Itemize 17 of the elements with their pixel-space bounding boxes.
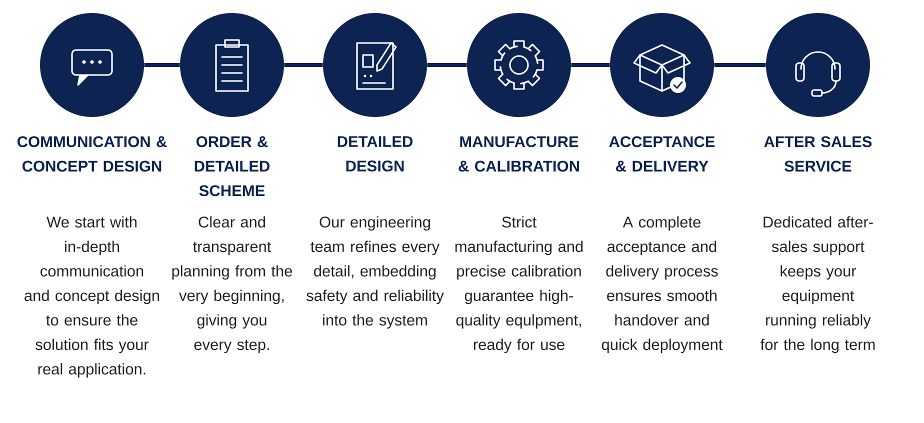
- step-description: Our engineering team refines every detail, embedding safety and reliability into the system: [306, 216, 444, 329]
- step-heading: ACCEPTANCE & DELIVERY: [609, 136, 715, 172]
- connector-line: [284, 63, 323, 67]
- step-heading: AFTER SALES SERVICE: [764, 136, 872, 172]
- step-heading: ORDER & DETAILED SCHEME: [194, 136, 270, 196]
- step-description: Clear and transparent planning from the very beginning, giving you every step.: [172, 216, 292, 354]
- connector-line: [427, 63, 467, 67]
- step-heading: MANUFACTURE & CALIBRATION: [458, 136, 579, 172]
- connector-line: [714, 63, 766, 67]
- step-description: We start with in-depth communication and concept design to ensure the solution fits your real application.: [24, 216, 160, 378]
- step-description: Strict manufacturing and precise calibration guarantee high-quality equlpment, ready for use: [455, 216, 583, 354]
- connector-line: [144, 63, 180, 67]
- step-description: A complete acceptance and delivery process ensures smooth handover and quick deployment: [602, 216, 723, 354]
- step-description: Dedicated after-sales support keeps your equipment running reliably for the long term: [760, 216, 875, 354]
- step-heading: COMMUNICATION & CONCEPT DESIGN: [17, 136, 167, 172]
- step-heading: DETAILED DESIGN: [338, 136, 413, 172]
- connector-line: [571, 63, 610, 67]
